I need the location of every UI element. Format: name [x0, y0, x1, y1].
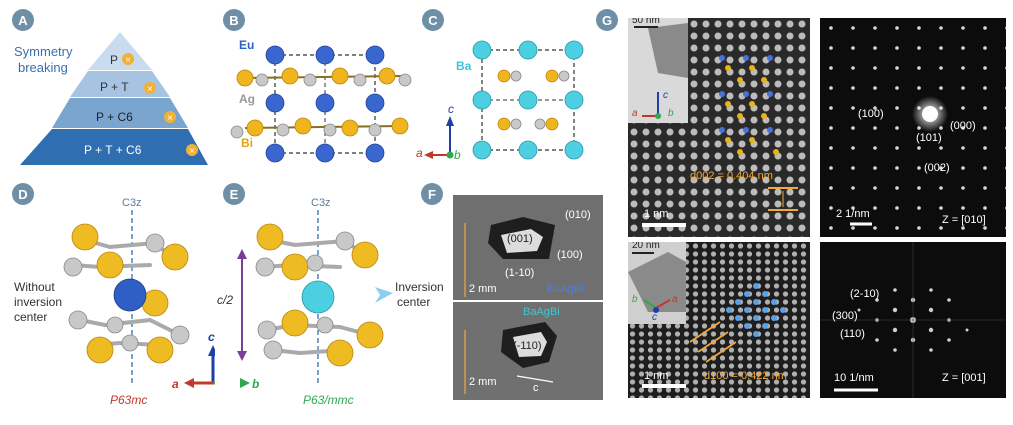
- panel-label-f: F: [421, 183, 443, 205]
- panel-label-b: B: [223, 9, 245, 31]
- euagbi-photo: (001) (010) (100) (1-10) 2 mm EuAgBi: [453, 195, 603, 300]
- inversion-note-2: center: [397, 295, 431, 309]
- tier-p: P: [110, 53, 119, 67]
- panel-f: F (001) (010) (100) (1-10) 2 mm EuAgBi B…: [421, 175, 610, 425]
- panel-label-g: G: [596, 9, 618, 31]
- baagbi-photo: BaAgBi (-110) 2 mm c: [453, 302, 603, 400]
- hrtem-scale-bottom: 1 nm: [644, 370, 669, 382]
- spot-2-10: (2-10): [850, 288, 880, 300]
- label-bi: Bi: [241, 136, 253, 150]
- tier-p-c6: P + C6: [96, 110, 133, 124]
- face-100: (100): [557, 249, 583, 261]
- svg-text:×: ×: [167, 113, 173, 124]
- axis-b-label-d: b: [252, 377, 260, 391]
- symmetry-pyramid: [20, 32, 208, 165]
- panel-e: E C3z c/2 Inversion center P63/mmc: [215, 175, 445, 425]
- half-c-label: c/2: [217, 293, 234, 307]
- axis-a-label-d: a: [172, 377, 179, 391]
- axis-c-label-d: c: [208, 330, 215, 344]
- panel-label-c: C: [422, 9, 444, 31]
- hrtem-scale-top: 1 nm: [644, 208, 669, 220]
- no-inversion-note-2: inversion: [14, 295, 63, 309]
- saed-pattern-top: (100) (101) (000) (002) 2 1/nm Z = [010]: [820, 18, 1006, 237]
- symmetry-breaking-title-1: Symmetry: [14, 44, 73, 59]
- inset-scale-20nm: 20 nm: [632, 242, 660, 251]
- inset-scale-50nm: 50 nm: [632, 18, 660, 26]
- axis-b-label: b: [454, 148, 461, 162]
- label-ag: Ag: [239, 92, 255, 106]
- svg-text:×: ×: [147, 84, 153, 95]
- hrtem-image-top: 50 nm c a b d002 = 0.404 nm 1 nm: [628, 18, 810, 237]
- space-group-p63mc: P63mc: [110, 393, 148, 407]
- fft-scale-bottom: 10 1/nm: [834, 372, 874, 384]
- d002-spacing: d002 = 0.404 nm: [690, 170, 773, 182]
- no-inversion-note-3: center: [14, 310, 48, 324]
- axis-a-label: a: [416, 146, 423, 160]
- panel-label-a: A: [12, 9, 34, 31]
- face-1-10: (1-10): [505, 267, 535, 279]
- axis-b-arrowhead-d: [240, 378, 250, 388]
- panel-b: B Eu Ag Bi: [215, 0, 425, 175]
- spot-002: (002): [924, 162, 950, 174]
- ba-ag-bi-structure: [424, 40, 584, 160]
- scale-2mm-bottom: 2 mm: [469, 376, 497, 388]
- spot-300: (300): [832, 310, 858, 322]
- crystal-name-baagbi: BaAgBi: [523, 306, 560, 318]
- symmetry-breaking-title-2: breaking: [18, 60, 68, 75]
- crystal-axis-c: c: [533, 382, 539, 394]
- inset-axis-b-top: b: [668, 108, 674, 119]
- inset-axis-a-top: a: [632, 108, 638, 119]
- spot-101: (101): [916, 132, 942, 144]
- crystal-name-euagbi: EuAgBi: [547, 283, 584, 295]
- panel-c: C Ba c a b: [416, 0, 610, 175]
- inset-axis-a-bottom: a: [672, 294, 678, 305]
- hrtem-image-bottom: 20 nm b a c d100 = 0.422 nm 1 nm: [628, 242, 810, 398]
- fft-pattern-bottom: (2-10) (300) (110) 10 1/nm Z = [001]: [820, 242, 1006, 398]
- scale-2mm-top: 2 mm: [469, 283, 497, 295]
- x-mark-icon: ×: [144, 82, 156, 95]
- label-eu: Eu: [239, 38, 255, 52]
- space-group-p63mmc: P63/mmc: [303, 393, 354, 407]
- c3z-axis-label-e: C3z: [311, 197, 331, 209]
- spot-110: (110): [840, 328, 865, 340]
- tier-p-t-c6: P + T + C6: [84, 143, 142, 157]
- face-001: (001): [507, 233, 533, 245]
- inversion-note-1: Inversion: [395, 280, 444, 294]
- x-mark-icon: ×: [122, 53, 134, 66]
- tier-p-t: P + T: [100, 80, 129, 94]
- low-mag-inset-bottom: 20 nm b a c: [628, 242, 686, 324]
- p63mmc-cluster: [237, 210, 393, 385]
- inset-axis-c-top: c: [663, 90, 668, 101]
- inset-axis-c-bottom: c: [652, 312, 657, 323]
- d100-spacing: d100 = 0.422 nm: [704, 370, 787, 382]
- panel-label-e: E: [223, 183, 245, 205]
- diff-scale-top: 2 1/nm: [836, 208, 870, 220]
- panel-a: A Symmetry breaking P P + T P + C6 P + T…: [0, 0, 215, 175]
- svg-text:×: ×: [125, 55, 131, 66]
- panel-label-d: D: [12, 183, 34, 205]
- no-inversion-note-1: Without: [14, 280, 55, 294]
- eu-ag-bi-structure: [230, 45, 412, 163]
- label-ba: Ba: [456, 59, 472, 73]
- spot-100: (100): [858, 108, 884, 120]
- x-mark-icon: ×: [164, 111, 176, 124]
- zone-axis-top: Z = [010]: [942, 214, 986, 226]
- broken-symmetry-markers: × × × ×: [122, 53, 198, 157]
- inset-axis-b-bottom: b: [632, 294, 638, 305]
- p63mc-cluster: [63, 210, 215, 388]
- panel-d: D C3z Without inversion center P63mc: [0, 175, 215, 425]
- spot-000: (000): [950, 120, 976, 132]
- svg-text:×: ×: [189, 146, 195, 157]
- face-minus110: (-110): [513, 340, 542, 352]
- axis-c-label: c: [448, 102, 454, 116]
- x-mark-icon: ×: [186, 144, 198, 157]
- low-mag-inset-top: 50 nm c a b: [628, 18, 688, 123]
- face-010: (010): [565, 209, 591, 221]
- c3z-axis-label-d: C3z: [122, 197, 142, 209]
- zone-axis-bottom: Z = [001]: [942, 372, 986, 384]
